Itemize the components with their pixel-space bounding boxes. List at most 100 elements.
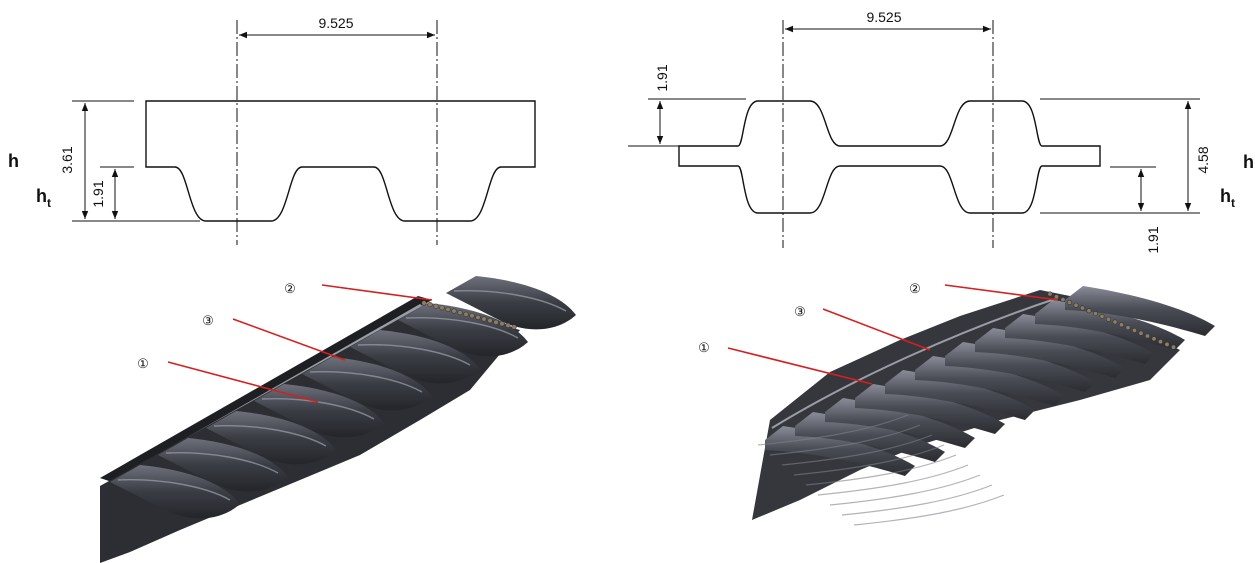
left-cord-strand <box>433 303 439 309</box>
left-cord-strand <box>487 318 493 324</box>
right-cord-strand <box>1164 341 1170 347</box>
left-cord-strand <box>493 319 499 325</box>
left-belt-tooth <box>158 438 288 492</box>
left-belt-tooth <box>398 303 528 357</box>
right-leader-2 <box>944 284 1059 301</box>
right-cord-strand <box>1086 308 1092 314</box>
left-belt-tooth <box>110 465 240 519</box>
left-cord-strand <box>469 313 475 319</box>
left-callout-2: ② <box>284 282 296 297</box>
right-belt-tooth <box>915 356 1065 406</box>
right-belt-photo: ① ② ③ <box>698 282 1215 526</box>
left-cord-strand <box>421 300 427 306</box>
right-cord-strand <box>1073 302 1079 308</box>
left-belt-tooth-highlight <box>117 478 231 501</box>
right-cord-strand <box>1158 339 1164 345</box>
left-ht-subscript: t <box>47 196 51 210</box>
left-belt-tooth-highlight <box>261 397 375 420</box>
right-callout-2: ② <box>909 282 921 297</box>
left-leader-3 <box>232 318 346 361</box>
left-cord-strand <box>511 324 517 330</box>
right-profile-drawing: 9.525 1.91 4.58 1.91 h h t <box>628 9 1254 254</box>
right-cord-strand <box>1138 330 1144 336</box>
left-belt-back-strip <box>100 296 432 482</box>
left-ht-label: h <box>36 186 47 206</box>
right-h-label: h <box>1243 152 1254 172</box>
right-belt-lower-tooth-edge <box>817 464 969 496</box>
left-leader-2 <box>321 284 433 301</box>
left-tooth-height-label: 1.91 <box>90 180 106 207</box>
left-belt-tooth-highlight <box>213 424 327 447</box>
right-cord-strand <box>1106 316 1112 322</box>
right-cord-strand <box>1119 322 1125 328</box>
left-belt-outline <box>145 100 536 222</box>
right-cord-strand <box>1132 327 1138 333</box>
left-belt-tooth <box>302 357 432 411</box>
right-cord-strand <box>1112 319 1118 325</box>
right-cord-strand <box>1125 325 1131 331</box>
left-cord-strand <box>481 316 487 322</box>
left-leader-1 <box>167 361 319 403</box>
left-cord-strand <box>439 305 445 311</box>
left-total-height-label: 3.61 <box>59 146 75 173</box>
right-belt-tooth <box>795 412 945 462</box>
right-cord-strand <box>1099 313 1105 319</box>
right-belt-tooth <box>945 342 1095 392</box>
right-upper-tooth-label: 1.91 <box>654 64 670 91</box>
left-cord-strand <box>451 308 457 314</box>
left-belt-tooth <box>254 384 384 438</box>
right-callout-1: ① <box>698 341 710 356</box>
right-ht-label: h <box>1220 186 1231 206</box>
left-cord-strand <box>445 306 451 313</box>
right-belt-tooth <box>975 328 1125 378</box>
left-cord-strand <box>463 311 469 317</box>
right-belt-tooth <box>855 384 1005 434</box>
right-total-height-label: 4.58 <box>1195 146 1211 173</box>
left-belt-tooth <box>446 276 576 330</box>
left-belt-tooth-highlight <box>453 289 567 312</box>
right-cord-strand <box>1151 336 1157 342</box>
left-belt-tooth-highlight <box>165 451 279 474</box>
right-cord-strand <box>1060 297 1066 303</box>
left-belt-tooth-highlight <box>357 343 471 366</box>
right-cord-strand <box>1171 344 1177 350</box>
left-pitch-label: 9.525 <box>318 15 353 31</box>
right-belt-lower-tooth-edge <box>757 414 909 446</box>
left-cord-strand <box>475 314 481 321</box>
right-leader-1 <box>727 347 873 385</box>
right-belt-lower-tooth-edge <box>829 474 981 506</box>
left-cord-strand <box>505 322 511 329</box>
right-belt-tooth <box>1005 314 1155 364</box>
left-callout-1: ① <box>137 357 149 372</box>
right-belt-tooth <box>825 398 975 448</box>
right-belt-lower-tooth-edge <box>853 494 1005 526</box>
left-belt-tooth <box>206 411 336 465</box>
left-cord-strand <box>457 310 463 316</box>
left-profile-drawing: 9.525 3.61 1.91 h h t <box>8 15 536 245</box>
right-belt-lower-tooth-edge <box>781 434 933 466</box>
right-cord-strand <box>1047 291 1053 297</box>
right-callout-3: ③ <box>794 305 806 320</box>
right-belt-back-line <box>771 297 1059 429</box>
left-cord-strand <box>427 302 433 308</box>
right-belt-lower-tooth-edge <box>769 424 921 456</box>
left-belt-teeth <box>110 276 576 519</box>
left-h-label: h <box>8 151 19 171</box>
left-callout-3: ③ <box>202 314 214 329</box>
right-cord-strand <box>1093 311 1099 317</box>
right-belt-tooth <box>1065 286 1215 336</box>
right-pitch-label: 9.525 <box>866 9 901 25</box>
right-belt-lower-tooth-edge <box>841 484 993 516</box>
left-belt-cord <box>421 300 517 330</box>
right-ht-subscript: t <box>1231 196 1235 210</box>
left-cord-strand <box>499 321 505 327</box>
right-leader-3 <box>822 308 931 351</box>
right-belt-tooth <box>885 370 1035 420</box>
right-cord-strand <box>1145 333 1151 339</box>
left-belt-tooth-highlight <box>309 370 423 393</box>
right-belt-lower-tooth-edge <box>793 444 945 476</box>
right-cord-strand <box>1067 299 1073 305</box>
right-cord-strand <box>1080 305 1086 311</box>
right-belt-cord <box>1047 291 1177 350</box>
